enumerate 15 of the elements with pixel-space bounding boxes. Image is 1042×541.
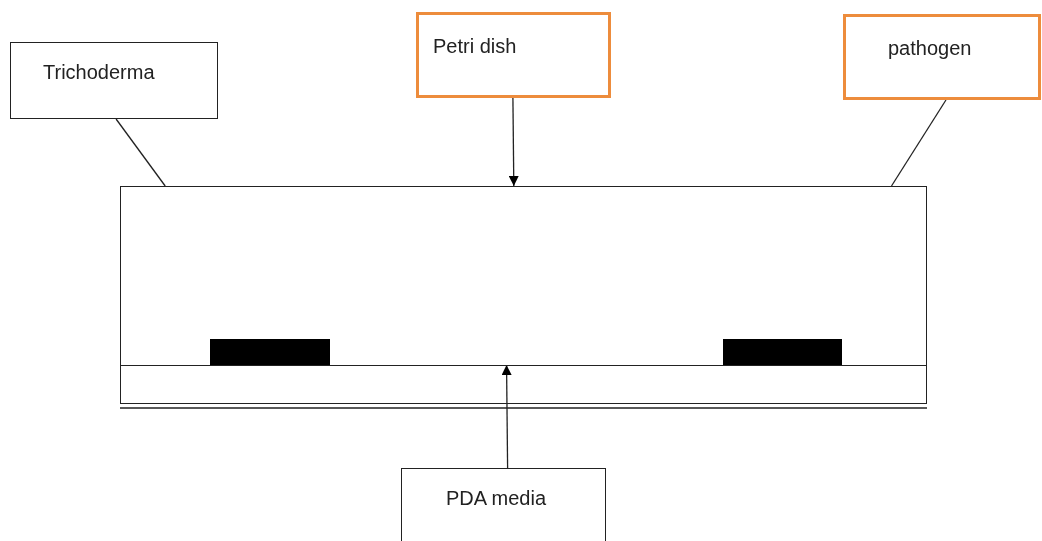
label-text: Petri dish (433, 35, 517, 58)
fungal-plug (210, 339, 330, 365)
leader-line (115, 118, 166, 187)
label-box (10, 42, 218, 119)
label-box (401, 468, 606, 541)
leader-line (890, 99, 947, 187)
petri-dish (120, 186, 927, 404)
label-box (843, 14, 1041, 100)
arrow (508, 97, 519, 187)
label-text: pathogen (888, 37, 972, 60)
label-text: Trichoderma (43, 61, 155, 84)
fungal-plug (723, 339, 842, 365)
label-box (416, 12, 611, 98)
arrow (501, 364, 512, 469)
label-text: PDA media (446, 487, 547, 510)
